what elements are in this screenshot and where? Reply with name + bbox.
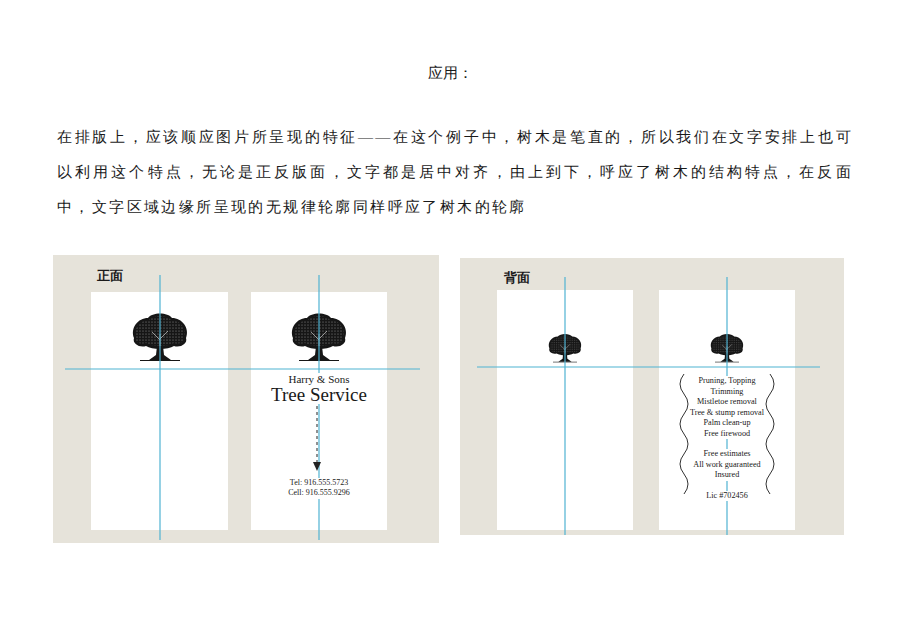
body-paragraph: 在排版上，应该顺应图片所呈现的特征——在这个例子中，树木是笔直的，所以我们在文字… [57, 120, 853, 225]
card-text: Lic #702456 [704, 491, 750, 502]
card-text: Tree & stump removal [688, 408, 766, 419]
card-text: Free estimates [701, 449, 752, 460]
business-card: Harry & SonsTree ServiceTel: 916.555.572… [251, 292, 387, 530]
front-panel: 正面 Harry & SonsTree ServiceTel: 916.555.5… [53, 255, 439, 543]
card-text: Mistletoe removal [695, 397, 759, 408]
card-text: Tree Service [269, 385, 369, 404]
card-text: Palm clean-up [701, 418, 752, 429]
blank-card [91, 292, 228, 530]
card-text: Free firewood [702, 429, 752, 440]
tree-illustration [292, 314, 346, 361]
dashed-arrow [317, 406, 318, 462]
side-heading: 背面 [504, 270, 844, 286]
business-card: Pruning, ToppingTrimmingMistletoe remova… [659, 290, 795, 530]
card-text: Insured [713, 470, 742, 481]
title-wrap: 应用： [0, 64, 900, 83]
blank-card [497, 290, 633, 530]
side-heading: 正面 [97, 268, 439, 284]
card-text: Trimming [709, 387, 746, 398]
card-text: Pruning, Topping [696, 376, 757, 387]
tree-illustration [549, 334, 581, 362]
paragraph-wrap: 在排版上，应该顺应图片所呈现的特征——在这个例子中，树木是笔直的，所以我们在文字… [57, 120, 853, 225]
tree-illustration [711, 334, 743, 362]
guide-lines [65, 275, 820, 540]
card-text: All work guaranteed [691, 460, 762, 471]
back-panel: 背面 Pruning, ToppingTrimmingMistletoe remo… [460, 258, 844, 535]
tree-illustration [133, 314, 187, 361]
arrow-head [313, 462, 321, 471]
card-text: Tel: 916.555.5723 [288, 478, 350, 488]
wavy-outline [680, 374, 688, 494]
wavy-outline [766, 374, 774, 494]
page-title: 应用： [0, 64, 900, 83]
card-text: Cell: 916.555.9296 [286, 488, 352, 498]
card-text: Harry & Sons [286, 373, 351, 385]
